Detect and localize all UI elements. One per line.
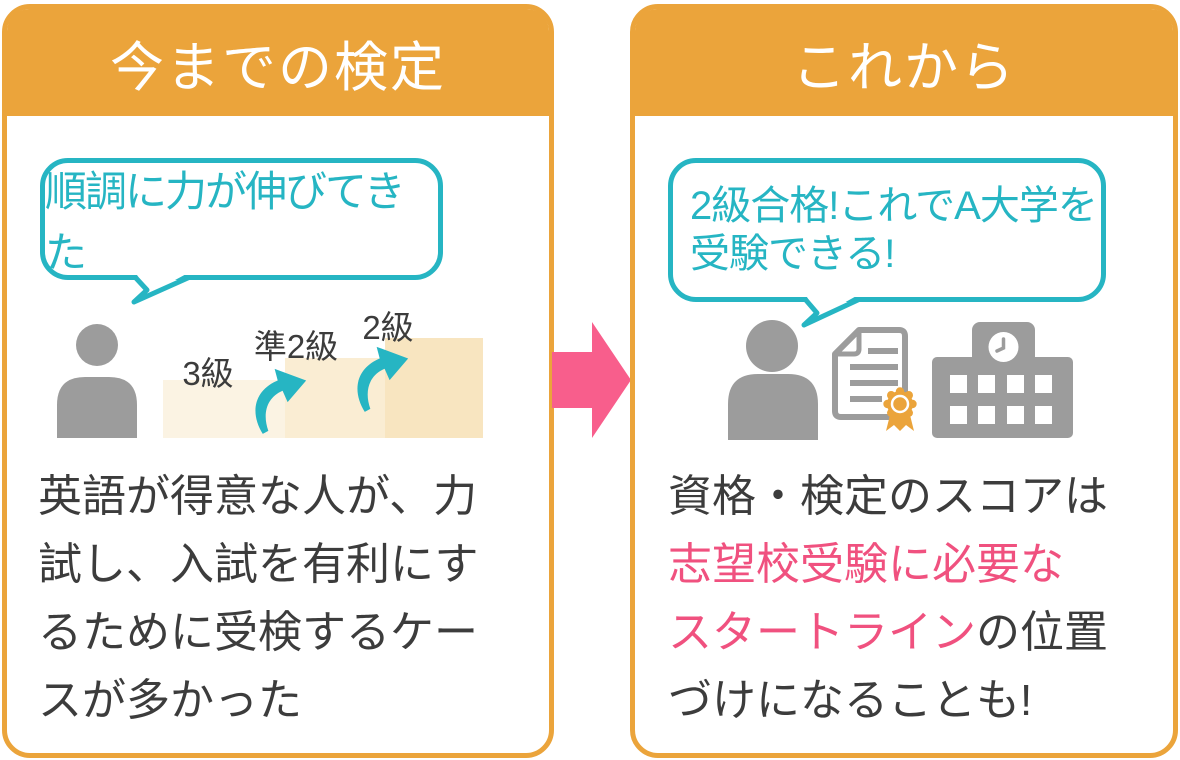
speech-bubble-tail-icon: [131, 275, 192, 305]
person-icon: [57, 324, 137, 438]
windows: [950, 375, 1052, 424]
step-label-grade3: 3級: [182, 355, 234, 392]
ribbon-seal-icon: [883, 387, 917, 431]
step-label-grade2: 2級: [362, 309, 414, 346]
panel-before-header: 今までの検定: [7, 9, 549, 116]
person-icon: [728, 320, 818, 440]
certificate-icon: [832, 327, 917, 431]
transition-arrow-icon: [552, 322, 631, 438]
panel-after-title: これから: [792, 38, 1016, 98]
panel-after-description: 資格・検定のスコアは志望校受験に必要なスタートラインの位置づけになることも!: [668, 472, 1108, 725]
step-up-arrow-icon: [357, 346, 409, 412]
speech-bubble-before-text: 順調に力が伸びてきた: [45, 168, 406, 276]
school-building-icon: [932, 322, 1073, 438]
step-label-pre2: 準2級: [253, 328, 339, 365]
panel-before: 今までの検定 順調に力が伸びてきた 3級 準2級 2級 英語が得意な人が、力試し…: [2, 4, 554, 758]
step-grade2-block: [385, 338, 483, 438]
panel-before-description: 英語が得意な人が、力試し、入試を有利にするために受検するケースが多かった: [38, 472, 479, 725]
panel-after: これから 2級合格!これでA大学を受験できる!: [630, 4, 1178, 758]
panel-before-title: 今までの検定: [110, 38, 446, 98]
panel-after-header: これから: [635, 9, 1173, 116]
step-up-arrow-icon: [255, 368, 307, 434]
speech-bubble-tail-icon: [801, 297, 862, 328]
speech-bubble-after-text: 2級合格!これでA大学を受験できる!: [690, 184, 1098, 276]
speech-bubble-before: 順調に力が伸びてきた: [40, 158, 443, 280]
speech-bubble-after: 2級合格!これでA大学を受験できる!: [668, 158, 1106, 302]
